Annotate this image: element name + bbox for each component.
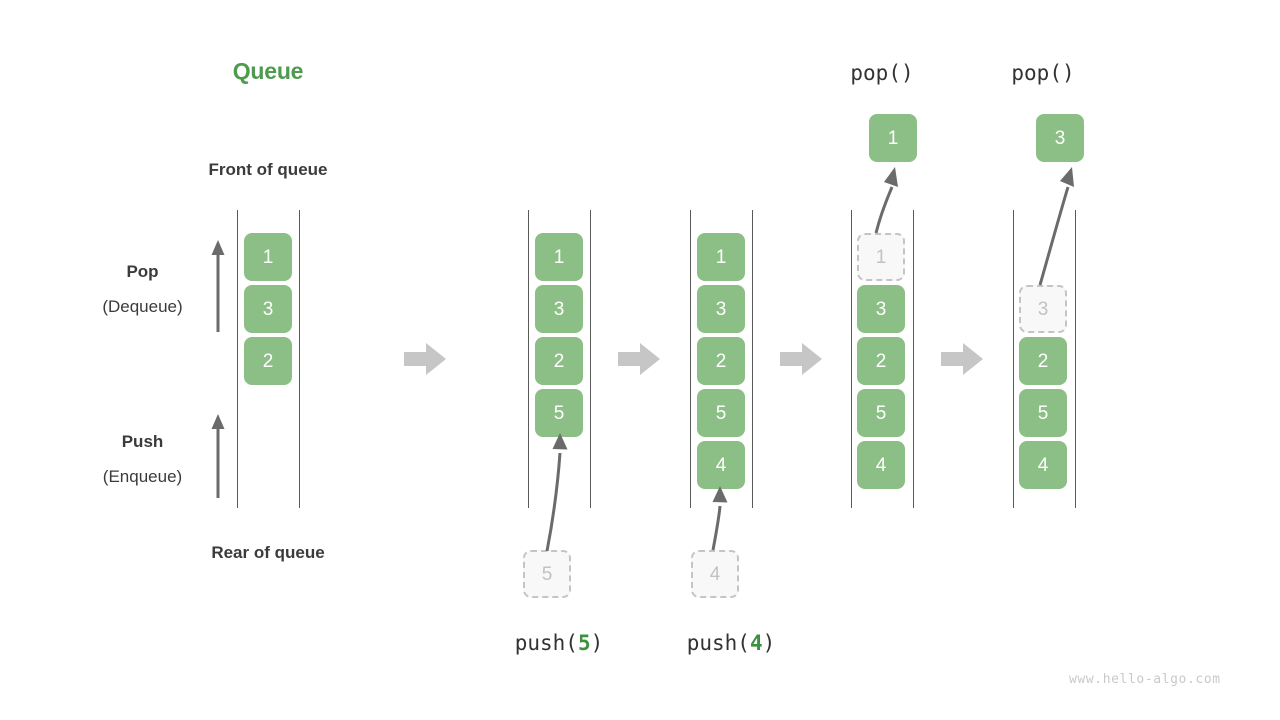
queue-element-new: 5: [535, 389, 583, 437]
pop-caption-1: pop(): [850, 61, 914, 85]
queue-element: 2: [857, 337, 905, 385]
queue-rail-right-stage-3: [752, 210, 753, 508]
queue-rail-right-stage-4: [913, 210, 914, 508]
queue-element: 5: [857, 389, 905, 437]
stage-separator-arrow-icon: [618, 343, 660, 375]
queue-element: 4: [1019, 441, 1067, 489]
queue-element: 3: [244, 285, 292, 333]
push-4-op: push: [686, 631, 738, 655]
queue-element: 1: [535, 233, 583, 281]
pop-caption-2: pop(): [1011, 61, 1075, 85]
push-direction-arrow-icon: [211, 414, 225, 498]
queue-rail-right-stage-1: [299, 210, 300, 508]
watermark: www.hello-algo.com: [1069, 672, 1221, 687]
dequeue-arrow-icon: [1038, 167, 1074, 286]
queue-element: 5: [697, 389, 745, 437]
queue-element: 2: [535, 337, 583, 385]
dequeue-arrow-icon: [874, 167, 898, 234]
queue-rail-right-stage-5: [1075, 210, 1076, 508]
queue-element: 3: [535, 285, 583, 333]
popped-element: 1: [869, 114, 917, 162]
paren-open: (: [565, 631, 578, 655]
queue-rail-right-stage-2: [590, 210, 591, 508]
queue-element: 3: [857, 285, 905, 333]
paren-open: (: [737, 631, 750, 655]
push-4-caption: push(4): [651, 631, 811, 655]
push-enqueue-label: (Enqueue): [102, 467, 183, 486]
queue-element: 1: [244, 233, 292, 281]
queue-rail-left-stage-1: [237, 210, 238, 508]
incoming-ghost-element: 4: [691, 550, 739, 598]
stage-separator-arrow-icon: [780, 343, 822, 375]
push-5-arg: 5: [577, 631, 591, 655]
stage-separator-arrow-icon: [941, 343, 983, 375]
popped-ghost-element: 3: [1019, 285, 1067, 333]
pop-label: Pop: [126, 262, 159, 281]
queue-rail-left-stage-3: [690, 210, 691, 508]
queue-element: 2: [244, 337, 292, 385]
paren-close: ): [590, 631, 604, 655]
incoming-ghost-element: 5: [523, 550, 571, 598]
paren-close: ): [762, 631, 776, 655]
queue-element: 2: [697, 337, 745, 385]
pop-dequeue-label: (Dequeue): [102, 297, 183, 316]
push-4-arg: 4: [749, 631, 763, 655]
diagram-title: Queue: [232, 58, 304, 84]
push-5-caption: push(5): [479, 631, 639, 655]
popped-ghost-element: 1: [857, 233, 905, 281]
queue-element: 5: [1019, 389, 1067, 437]
stage-separator-arrow-icon: [404, 343, 446, 375]
rear-of-queue-label: Rear of queue: [211, 543, 325, 562]
enqueue-arrow-icon: [711, 486, 728, 551]
push-label: Push: [121, 432, 164, 451]
queue-element-new: 4: [697, 441, 745, 489]
queue-rail-left-stage-5: [1013, 210, 1014, 508]
queue-rail-left-stage-4: [851, 210, 852, 508]
queue-element: 4: [857, 441, 905, 489]
enqueue-arrow-icon: [545, 433, 568, 552]
queue-element: 1: [697, 233, 745, 281]
front-of-queue-label: Front of queue: [208, 160, 328, 179]
queue-element: 3: [697, 285, 745, 333]
push-5-op: push: [514, 631, 566, 655]
queue-element: 2: [1019, 337, 1067, 385]
popped-element: 3: [1036, 114, 1084, 162]
pop-direction-arrow-icon: [211, 240, 225, 332]
queue-rail-left-stage-2: [528, 210, 529, 508]
